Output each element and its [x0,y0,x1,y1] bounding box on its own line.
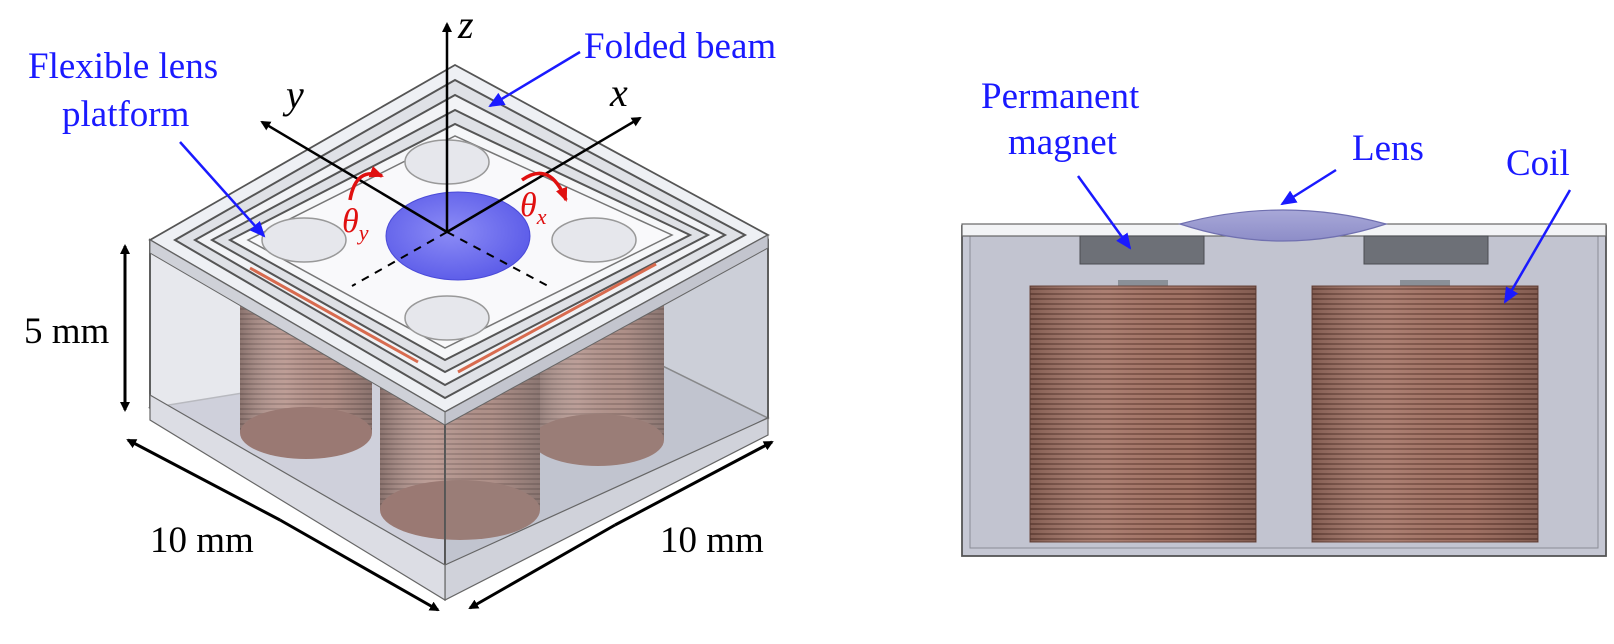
height-label: 5 mm [24,311,110,352]
theta-x-label: θx [520,187,547,229]
theta-y-arrow-icon [348,166,384,201]
coil-label: Coil [1506,143,1570,184]
theta-y-label: θy [342,203,369,245]
z-axis-label: z [457,2,474,47]
permanent-magnet-left [1079,235,1205,265]
beam-trace-right [457,262,657,374]
beam-trace-left [249,266,419,364]
magnet-hole-right [551,217,637,263]
width-right-dimension-arrow-b [614,440,774,527]
width-right-dimension-arrow [468,523,616,610]
flexible-lens-platform-arrow-icon [179,141,266,238]
lens-label: Lens [1352,128,1424,169]
dashed-x-neg [351,231,448,287]
permanent-magnet-arrow-icon [1076,175,1132,250]
magnet-hole-front [404,295,490,341]
flexible-lens-platform-label-line2: platform [62,94,190,135]
theta-x-arrow-icon [520,171,568,202]
folded-beam-label: Folded beam [584,26,776,67]
permanent-magnet-label-line1: Permanent [981,76,1140,117]
section-coil-right [1311,280,1539,543]
width-left-label: 10 mm [150,520,254,561]
y-axis [260,120,448,234]
permanent-magnet-label-line2: magnet [1008,122,1118,163]
width-right-label: 10 mm [660,520,764,561]
section-lens [1177,209,1389,242]
lens-arrow-icon [1280,168,1337,206]
flexible-lens-platform-label-line1: Flexible lens [28,46,218,87]
permanent-magnet-right [1363,235,1489,265]
width-left-dimension-arrow-b [279,518,440,612]
dashed-y-neg [446,231,549,287]
coil-arrow-icon [1503,189,1572,304]
magnet-hole-left [261,217,347,263]
folded-beam-arrow-icon [488,50,581,108]
housing-top-rim-edge-right [444,234,769,426]
isometric-view: z x y θy θx Flexible lens platform Folde… [24,2,776,612]
section-coil-left [1029,280,1257,543]
width-left-dimension-arrow [126,438,281,522]
housing-front-left-strip [149,393,446,602]
section-view: Permanent magnet Lens Coil [961,76,1607,557]
x-axis-label: x [609,70,628,115]
y-axis-label: y [282,72,304,117]
lens-3d [385,191,531,281]
